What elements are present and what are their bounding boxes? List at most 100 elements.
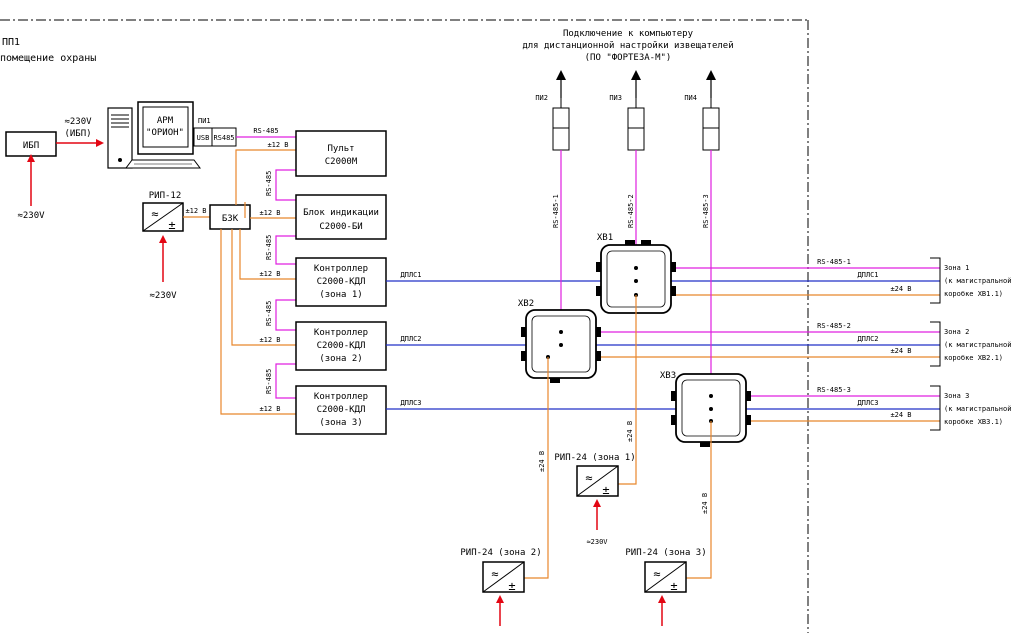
rip24-z3-power-arrow	[658, 595, 666, 603]
svg-text:ПИ4: ПИ4	[684, 94, 697, 102]
xb2-label: ХВ2	[518, 299, 534, 309]
computer-icon	[107, 101, 201, 169]
rip24-z3-block: ≈ ±	[644, 561, 687, 593]
pi4-group: ПИ4	[684, 70, 720, 151]
svg-text:Пульт: Пульт	[327, 144, 354, 154]
svg-text:(к магистральной: (к магистральной	[944, 341, 1011, 349]
rip24-z3-label: РИП-24 (зона 3)	[625, 548, 706, 558]
svg-text:коробке ХВ1.1): коробке ХВ1.1)	[944, 290, 1003, 298]
v24-zone1-vertical	[618, 295, 637, 485]
svg-text:БЗК: БЗК	[222, 214, 239, 224]
v24-zone2-vertical	[524, 357, 549, 579]
svg-text:±: ±	[670, 579, 677, 593]
arm-orion-label: "ОРИОН"	[146, 128, 184, 138]
svg-text:С2000-КДЛ: С2000-КДЛ	[317, 341, 366, 351]
svg-text:(зона 1): (зона 1)	[319, 290, 362, 300]
rs485-2-label: RS-485-2	[817, 322, 851, 330]
rip12-label: РИП-12	[149, 191, 182, 201]
ups-power-arrow	[27, 154, 35, 162]
ups-block: ИБП	[5, 131, 57, 157]
rip24-z1-ac-label: ≈230V	[586, 538, 608, 546]
rs485-vlabel-3: RS-485	[265, 301, 273, 326]
dpls3-label-left: ДПЛС3	[400, 399, 421, 407]
rip12-power-arrow	[159, 235, 167, 243]
pi1-label: ПИ1	[198, 117, 211, 125]
rs485-1-label: RS-485-1	[817, 258, 851, 266]
dpls2-label-left: ДПЛС2	[400, 335, 421, 343]
svg-text:≈: ≈	[491, 567, 498, 581]
svg-text:Контроллер: Контроллер	[314, 392, 368, 402]
pi2-group: ПИ2	[535, 70, 570, 151]
svg-text:С2000-КДЛ: С2000-КДЛ	[317, 405, 366, 415]
dpls1-label-right: ДПЛС1	[857, 271, 878, 279]
rip24-z1-label: РИП-24 (зона 1)	[554, 453, 635, 463]
rip12-in-label: ≈230V	[149, 291, 177, 301]
svg-text:(зона 3): (зона 3)	[319, 418, 362, 428]
svg-text:±: ±	[602, 483, 609, 497]
rip24-z2-power-arrow	[496, 595, 504, 603]
ups-in-label: ≈230V	[17, 211, 45, 221]
header-line1: Подключение к компьютеру	[563, 29, 694, 39]
svg-text:С2000-КДЛ: С2000-КДЛ	[317, 277, 366, 287]
svg-text:Блок индикации: Блок индикации	[303, 208, 379, 218]
svg-text:(зона 2): (зона 2)	[319, 354, 362, 364]
v12-label-kdl2: ±12 В	[259, 336, 280, 344]
rs485-chain	[275, 169, 296, 399]
svg-text:Зона 3: Зона 3	[944, 392, 969, 400]
header-line3: (ПО "ФОРТЕЗА-М")	[585, 53, 672, 63]
bzk-block: БЗК	[209, 204, 251, 230]
svg-text:±: ±	[168, 218, 175, 232]
v24-zone1-vlabel: ±24 В	[626, 421, 634, 442]
v12-label-pult: ±12 В	[267, 141, 288, 149]
v12-label-kdl3: ±12 В	[259, 405, 280, 413]
svg-text:коробке ХВ3.1): коробке ХВ3.1)	[944, 418, 1003, 426]
rs485-3-label: RS-485-3	[817, 386, 851, 394]
pi3-group: ПИ3	[609, 70, 645, 151]
arm-label: АРМ	[157, 116, 174, 126]
xb2-box	[521, 309, 601, 383]
xb1-label: ХВ1	[597, 233, 613, 243]
rip24-z2-block: ≈ ±	[482, 561, 525, 593]
svg-text:Контроллер: Контроллер	[314, 328, 368, 338]
svg-text:С2000-БИ: С2000-БИ	[319, 222, 362, 232]
zone-2-note: Зона 2 (к магистральной коробке ХВ2.1)	[944, 328, 1011, 362]
svg-text:USB: USB	[197, 134, 210, 142]
svg-text:Зона 1: Зона 1	[944, 264, 969, 272]
ups-to-pc-arrow	[96, 139, 104, 147]
power-12v-bus	[220, 149, 296, 415]
rip12-block: ≈ ±	[142, 202, 184, 232]
rip12-out-label: ±12 В	[185, 207, 206, 215]
room-name: помещение охраны	[0, 53, 96, 64]
room-boundary	[0, 19, 809, 633]
svg-text:ПИ3: ПИ3	[609, 94, 622, 102]
rs485-1-vlabel: RS-485-1	[552, 194, 560, 228]
kdl2-block: Контроллер С2000-КДЛ (зона 2)	[295, 321, 387, 371]
v24-zone2-vlabel: ±24 В	[538, 451, 546, 472]
v24-zone2-label: ±24 В	[890, 347, 911, 355]
v12-label-kdl1: ±12 В	[259, 270, 280, 278]
svg-text:±: ±	[508, 579, 515, 593]
svg-text:коробке ХВ2.1): коробке ХВ2.1)	[944, 354, 1003, 362]
rip24-z1-block: ≈ ±	[576, 465, 619, 497]
ups-out-label1: ≈230V	[64, 117, 92, 127]
svg-text:Контроллер: Контроллер	[314, 264, 368, 274]
bi-block: Блок индикации С2000-БИ	[295, 194, 387, 240]
xb3-label: ХВ3	[660, 371, 676, 381]
dpls1-label-left: ДПЛС1	[400, 271, 421, 279]
svg-text:≈: ≈	[585, 471, 592, 485]
v24-zone3-vertical	[686, 421, 712, 579]
rs485-vlabel-4: RS-485	[265, 369, 273, 394]
svg-text:С2000М: С2000М	[325, 157, 358, 167]
header-line2: для дистанционной настройки извещателей	[522, 41, 733, 51]
zone-3-note: Зона 3 (к магистральной коробке ХВ3.1)	[944, 392, 1011, 426]
kdl1-block: Контроллер С2000-КДЛ (зона 1)	[295, 257, 387, 307]
rs485-2-vlabel: RS-485-2	[627, 194, 635, 228]
svg-text:RS485: RS485	[213, 134, 234, 142]
svg-text:(к магистральной: (к магистральной	[944, 277, 1011, 285]
dpls2-label-right: ДПЛС2	[857, 335, 878, 343]
svg-text:Зона 2: Зона 2	[944, 328, 969, 336]
v24-zone3-label: ±24 В	[890, 411, 911, 419]
kdl3-block: Контроллер С2000-КДЛ (зона 3)	[295, 385, 387, 435]
pult-block: Пульт С2000М	[295, 130, 387, 177]
